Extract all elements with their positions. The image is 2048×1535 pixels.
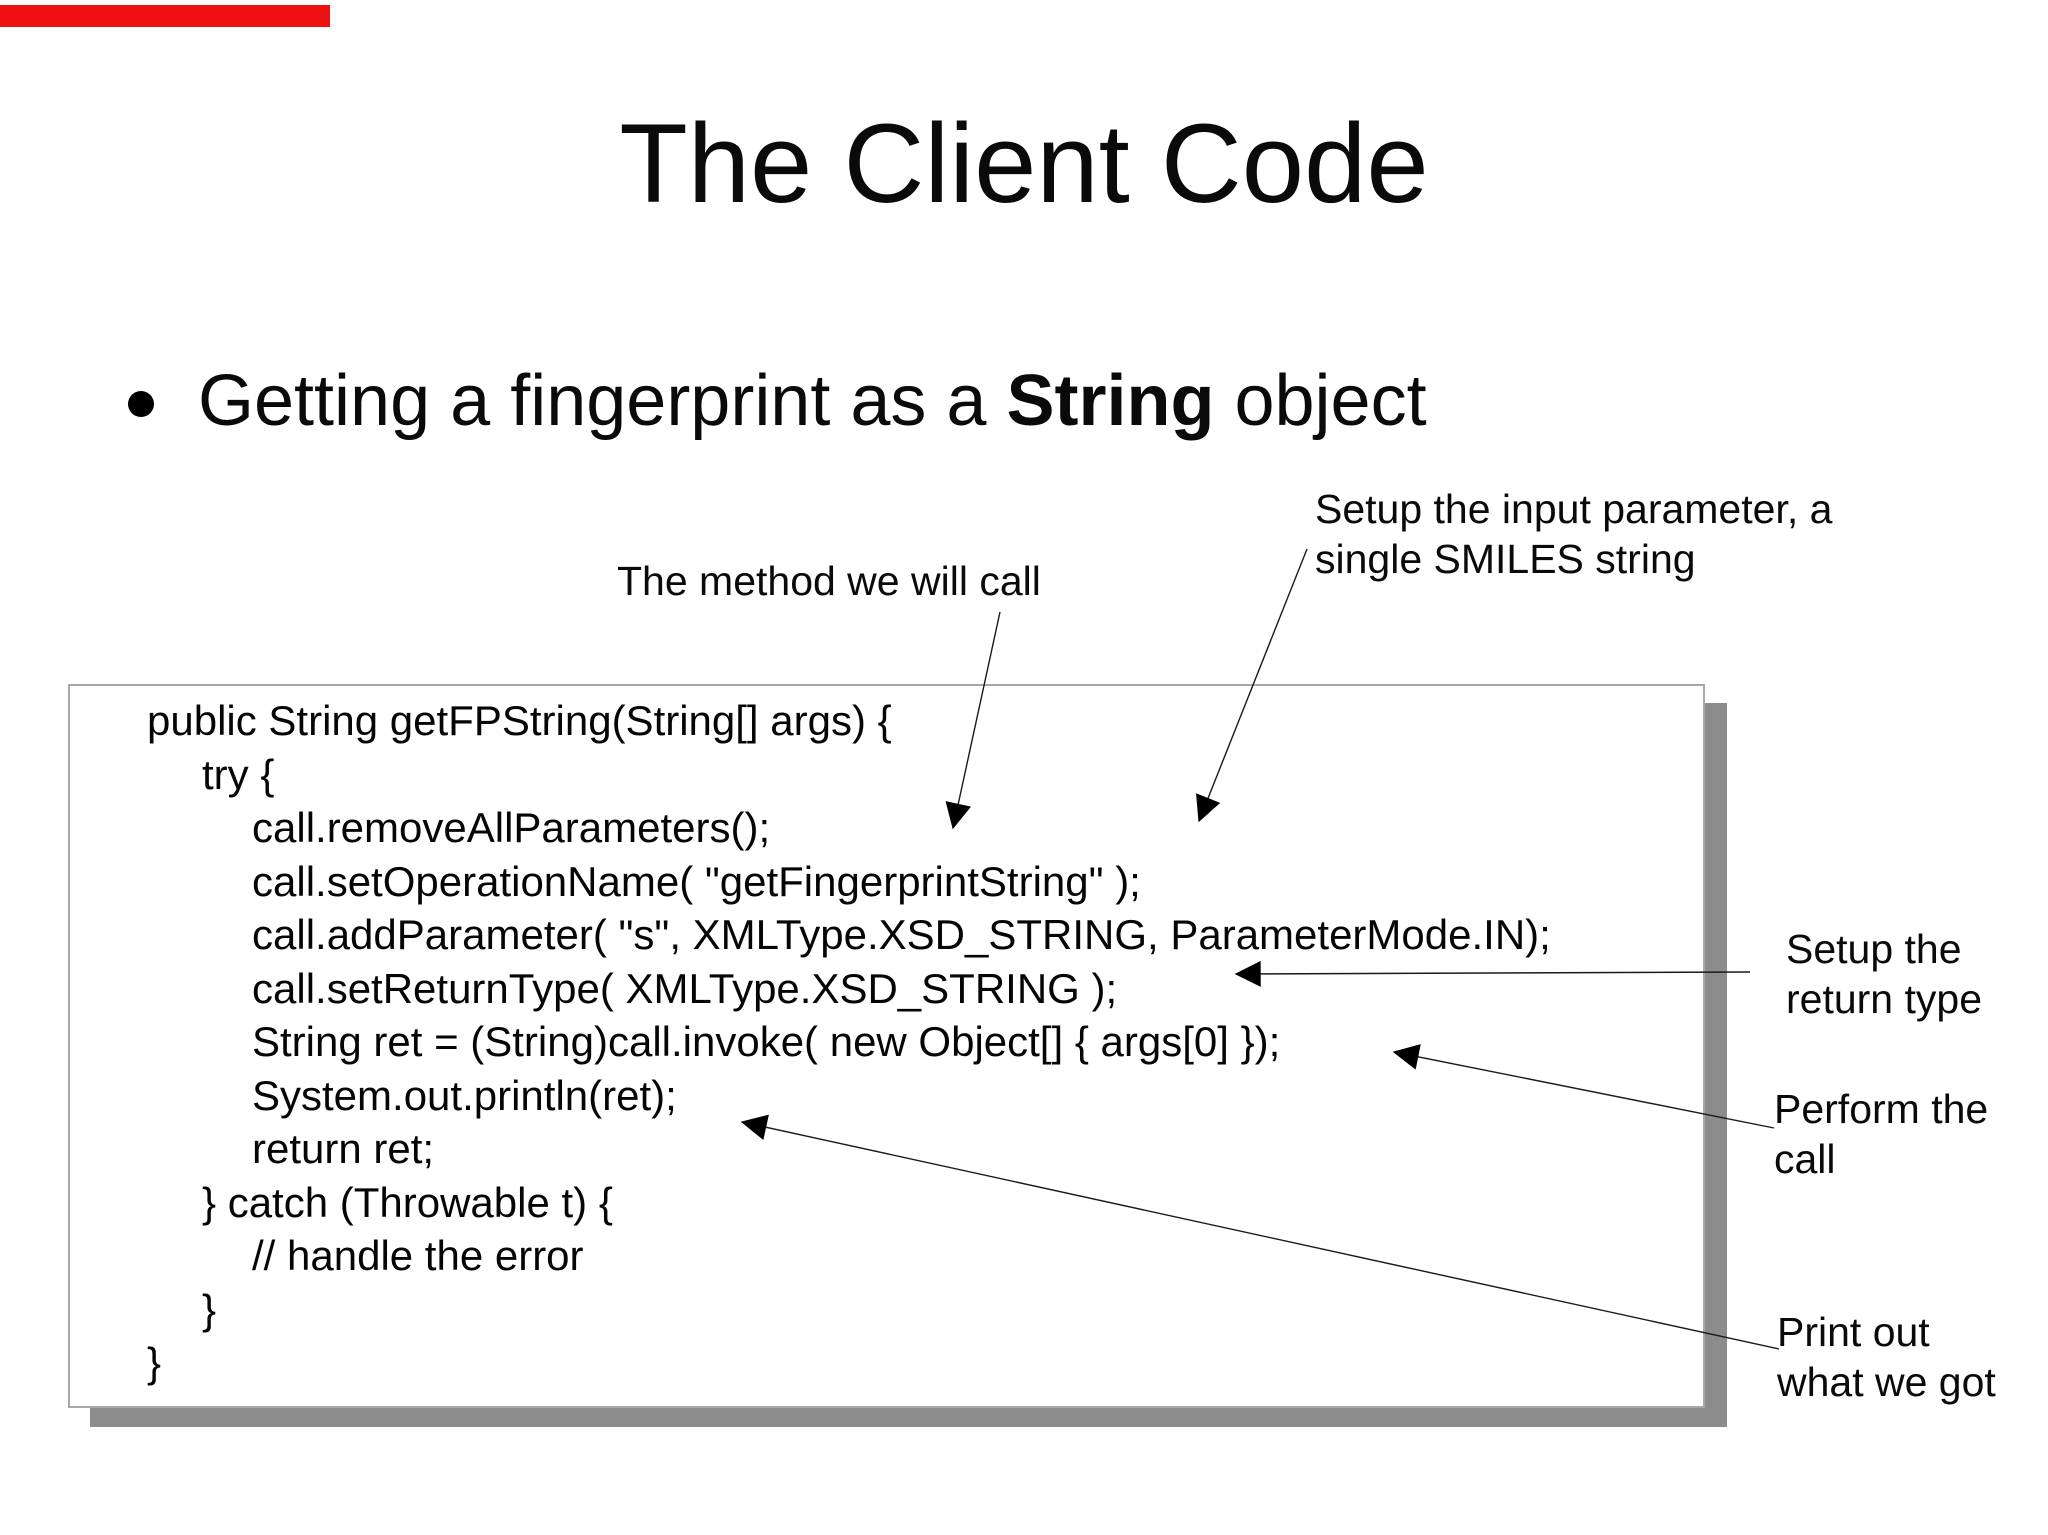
bullet-dot-icon [128, 391, 154, 417]
code-line: } [202, 1285, 217, 1333]
code-line: call.setReturnType( XMLType.XSD_STRING )… [252, 964, 1118, 1012]
code-listing: public String getFPString(String[] args)… [147, 694, 1703, 1390]
bullet-text-pre: Getting a fingerprint as a [198, 361, 1007, 441]
callout-input-parameter-line1: Setup the input parameter, a [1315, 486, 1833, 532]
bullet-text: Getting a fingerprint as a String object [198, 358, 1427, 444]
red-top-bar [0, 5, 330, 27]
callout-print-out-line1: Print out [1777, 1309, 1930, 1355]
code-box: public String getFPString(String[] args)… [68, 684, 1705, 1408]
callout-perform-call-line2: call [1774, 1136, 1836, 1182]
callout-return-type-line1: Setup the [1786, 926, 1962, 972]
code-line: call.setOperationName( "getFingerprintSt… [252, 857, 1141, 905]
callout-return-type-line2: return type [1786, 976, 1982, 1022]
callout-perform-call: Perform the call [1774, 1084, 1988, 1184]
code-line: return ret; [252, 1125, 435, 1172]
code-line: } [147, 1339, 162, 1386]
callout-input-parameter-line2: single SMILES string [1315, 536, 1696, 582]
code-line: call.removeAllParameters(); [252, 804, 771, 851]
callout-input-parameter: Setup the input parameter, a single SMIL… [1315, 484, 1832, 584]
bullet-item: Getting a fingerprint as a String object [128, 358, 1427, 444]
code-line: public String getFPString(String[] args)… [147, 697, 892, 744]
slide-title: The Client Code [619, 101, 1429, 226]
code-line: call.addParameter( "s", XMLType.XSD_STRI… [252, 911, 1551, 958]
callout-return-type: Setup the return type [1786, 924, 1982, 1024]
code-line: try { [202, 750, 275, 798]
code-line: String ret = (String)call.invoke( new Ob… [252, 1018, 1281, 1065]
callout-perform-call-line1: Perform the [1774, 1086, 1989, 1132]
callout-print-out: Print out what we got [1777, 1307, 1996, 1407]
code-line: } catch (Throwable t) { [202, 1178, 613, 1226]
bullet-text-post: object [1214, 361, 1427, 441]
bullet-text-bold: String [1006, 361, 1215, 441]
callout-method-we-will-call: The method we will call [617, 558, 1041, 604]
code-line: // handle the error [252, 1232, 584, 1279]
callout-print-out-line2: what we got [1777, 1359, 1996, 1405]
code-line: System.out.println(ret); [252, 1071, 677, 1119]
